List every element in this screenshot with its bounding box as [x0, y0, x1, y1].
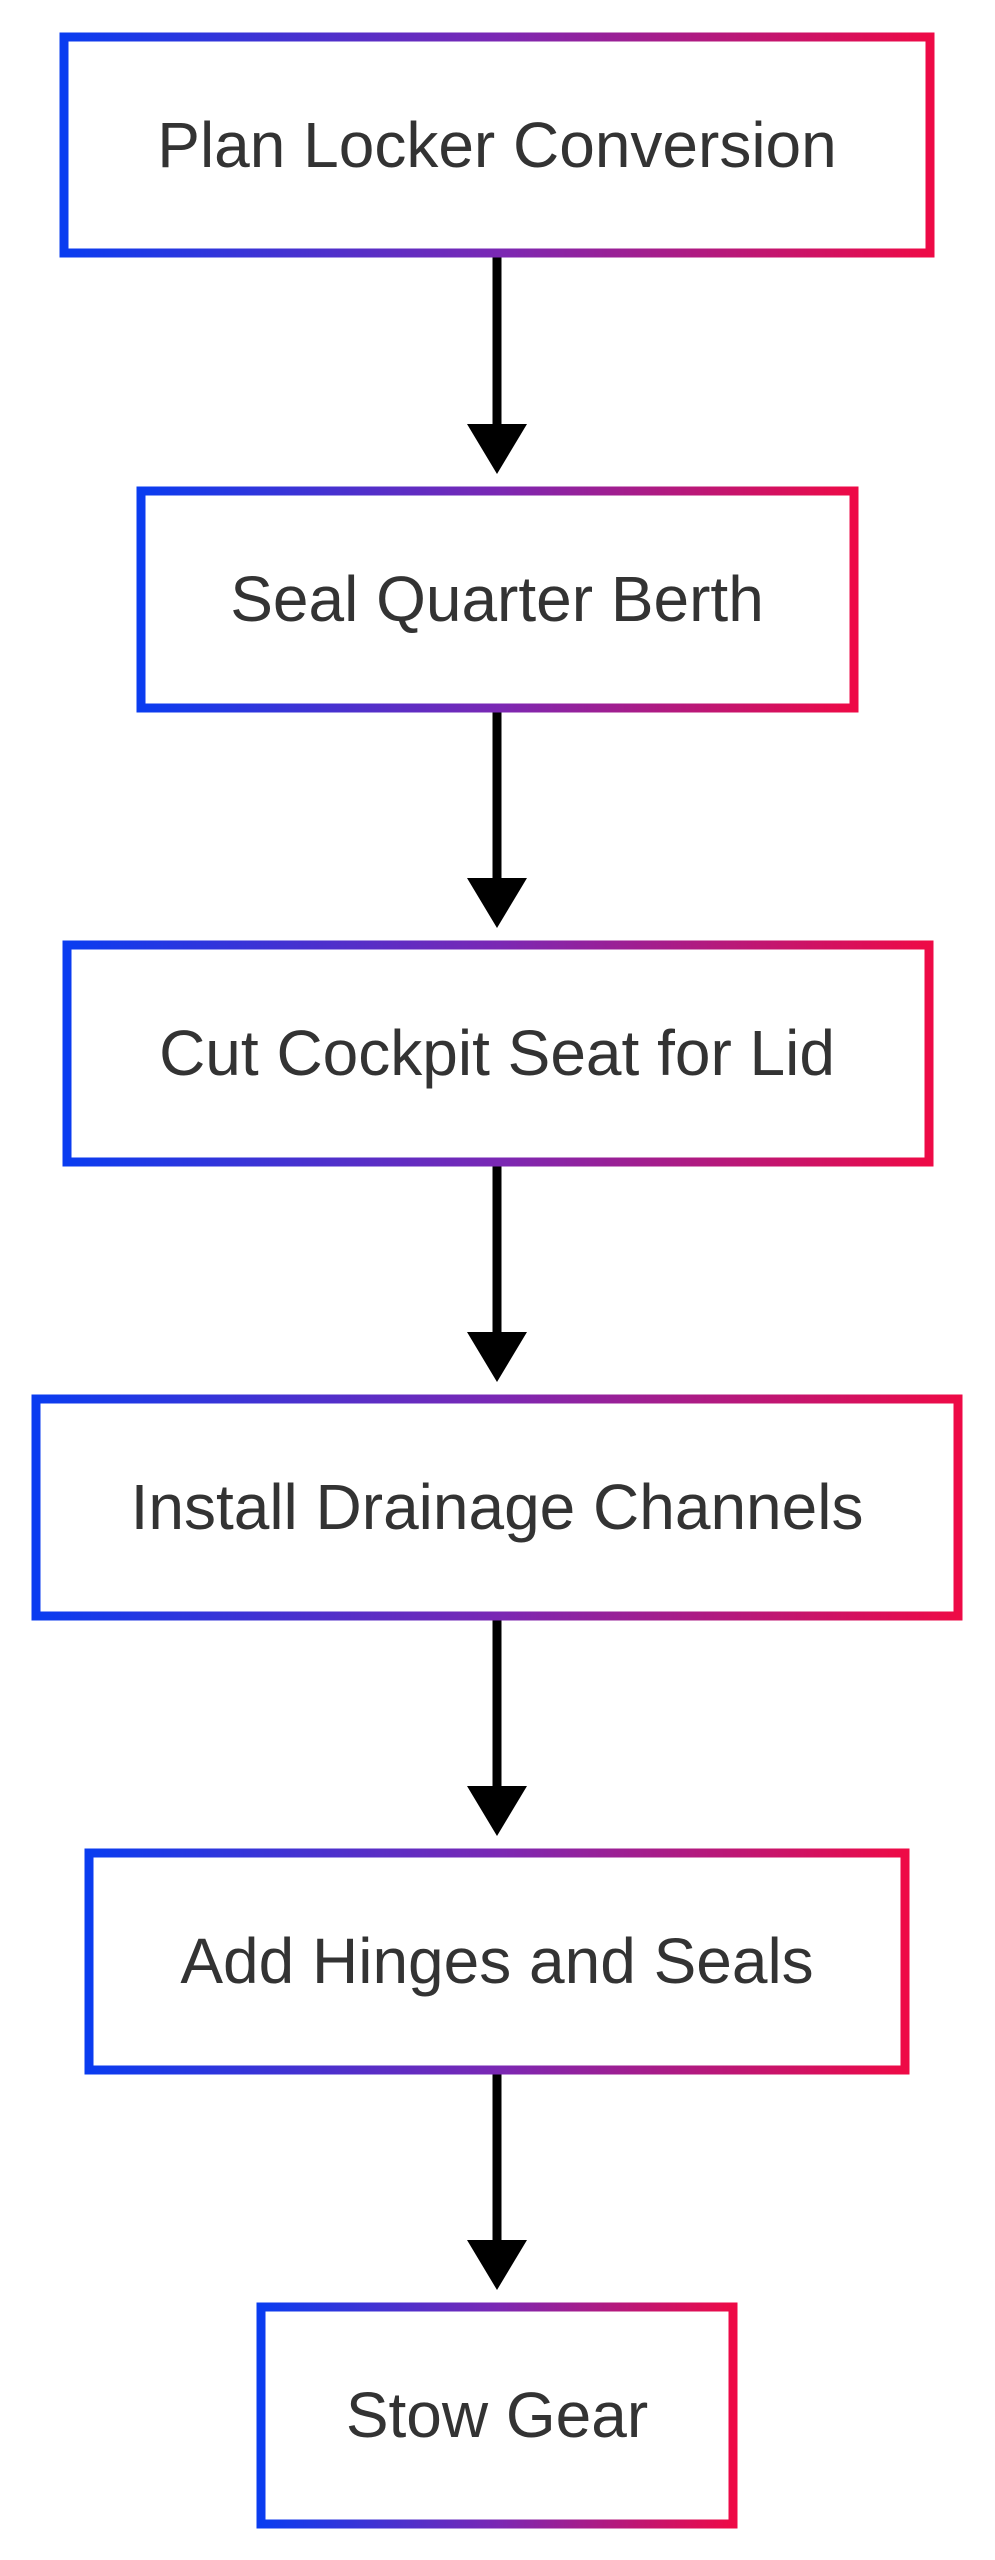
edge-hinges-to-stow	[467, 2072, 527, 2290]
node-label: Stow Gear	[346, 2379, 648, 2451]
node-box	[84, 1848, 910, 2075]
edge-seal-to-cut	[467, 710, 527, 928]
node-stow-gear: Stow Gear	[256, 2302, 738, 2529]
node-seal-quarter-berth: Seal Quarter Berth	[136, 486, 859, 713]
arrowhead-icon	[467, 878, 527, 928]
node-box	[62, 940, 934, 1167]
node-label: Plan Locker Conversion	[157, 109, 836, 181]
edge-cut-to-install	[467, 1163, 527, 1382]
arrowhead-icon	[467, 1786, 527, 1836]
node-box	[31, 1394, 963, 1621]
node-install-drainage-channels: Install Drainage Channels	[31, 1394, 963, 1621]
node-label: Install Drainage Channels	[131, 1471, 864, 1543]
node-box	[136, 486, 859, 713]
edge-install-to-hinges	[467, 1618, 527, 1836]
node-box	[256, 2302, 738, 2529]
arrowhead-icon	[467, 2240, 527, 2290]
node-box	[59, 32, 935, 258]
node-add-hinges-and-seals: Add Hinges and Seals	[84, 1848, 910, 2075]
edge-plan-to-seal	[467, 254, 527, 474]
arrowhead-icon	[467, 424, 527, 474]
node-label: Seal Quarter Berth	[230, 563, 764, 635]
node-plan-locker-conversion: Plan Locker Conversion	[59, 32, 935, 258]
node-cut-cockpit-seat-for-lid: Cut Cockpit Seat for Lid	[62, 940, 934, 1167]
node-label: Add Hinges and Seals	[180, 1925, 813, 1997]
node-label: Cut Cockpit Seat for Lid	[159, 1017, 835, 1089]
arrowhead-icon	[467, 1332, 527, 1382]
